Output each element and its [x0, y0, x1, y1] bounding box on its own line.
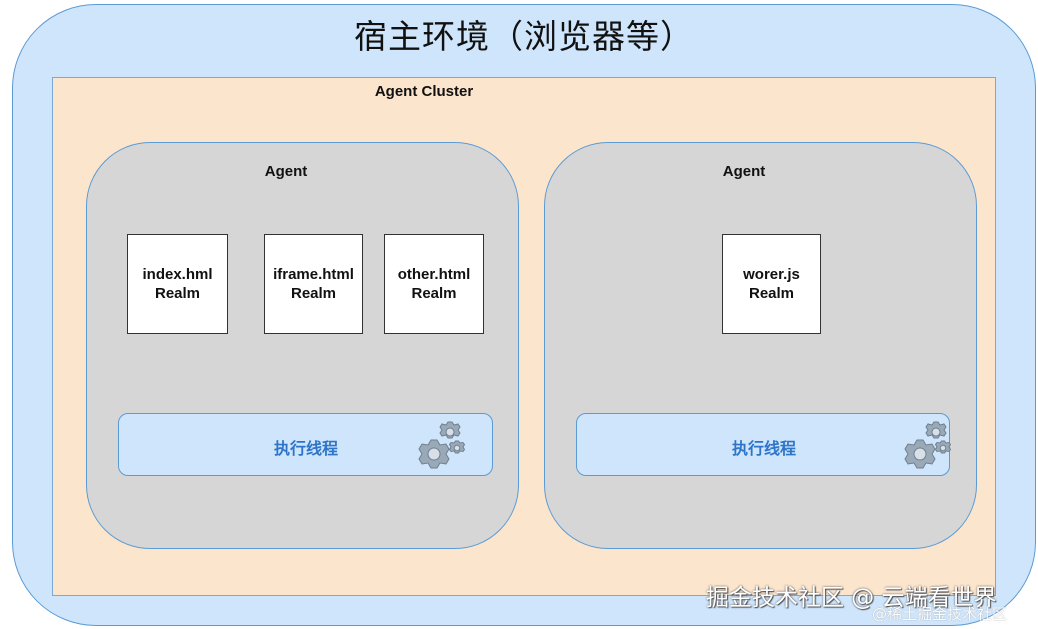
execution-thread-right-label: 执行线程: [731, 439, 796, 458]
agent-right: [544, 142, 977, 549]
execution-thread-right: [576, 413, 950, 476]
realm-worker-label: Realm: [748, 285, 795, 302]
realm-other: other.html Realm: [384, 234, 484, 334]
realm-iframe-name: iframe.html: [273, 266, 354, 283]
watermark-sub: @稀土掘金技术社区: [872, 605, 1008, 623]
realm-other-name: other.html: [397, 266, 471, 283]
watermark: 掘金技术社区 @ 云端看世界: [706, 585, 997, 611]
gears-icon: [904, 421, 952, 469]
realm-worker: worer.js Realm: [722, 234, 821, 334]
realm-iframe: iframe.html Realm: [264, 234, 363, 334]
realm-worker-name: worer.js: [743, 266, 800, 283]
execution-thread-left-label: 执行线程: [273, 439, 338, 458]
realm-index-name: index.hml: [142, 266, 213, 283]
agent-left-title: Agent: [264, 163, 308, 180]
realm-other-label: Realm: [411, 285, 457, 302]
host-environment-title: 宿主环境（浏览器等）: [354, 17, 694, 56]
realm-index: index.hml Realm: [127, 234, 228, 334]
gears-icon: [418, 421, 466, 469]
realm-iframe-label: Realm: [290, 285, 337, 302]
agent-left: [86, 142, 519, 549]
agent-cluster-title: Agent Cluster: [374, 83, 474, 100]
agent-right-title: Agent: [722, 163, 766, 180]
realm-index-label: Realm: [154, 285, 201, 302]
